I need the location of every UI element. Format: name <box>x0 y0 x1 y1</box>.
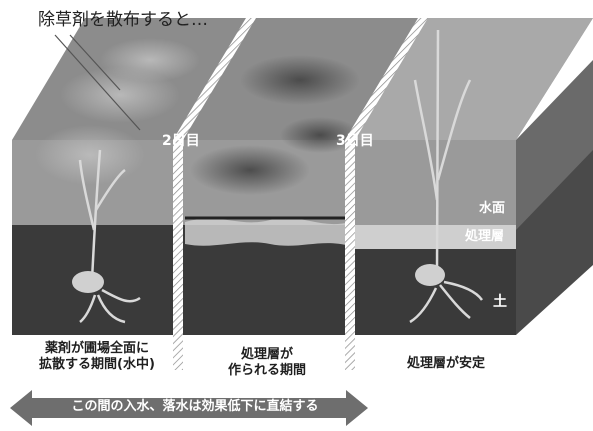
day-label-2: 2日目 <box>162 133 200 149</box>
herbicide-cloud <box>35 125 145 185</box>
stage-divider-2 <box>345 18 428 370</box>
double-arrow <box>10 390 368 426</box>
herbicide-cloud <box>100 38 200 82</box>
treatment-layer-stable <box>355 225 516 249</box>
day-label-3: 3日目 <box>336 133 374 149</box>
rice-plant-stage1 <box>78 149 141 324</box>
herbicide-cloud-settling <box>190 145 310 195</box>
stage3-caption: 処理層が安定 <box>386 356 506 372</box>
stage2-caption-line2: 作られる期間 <box>227 362 306 378</box>
title-pointer <box>54 34 141 131</box>
diagram-title: 除草剤を散布すると… <box>38 10 208 30</box>
layer-label-water: 水面 <box>479 201 506 216</box>
stage1-caption-line2: 拡散する期間(水中) <box>39 356 155 372</box>
title-pointer <box>69 34 121 91</box>
stage3-top-face <box>355 18 593 140</box>
seed-stage3 <box>415 264 445 286</box>
rice-plant-stage3 <box>409 29 484 324</box>
layer-label-soil: 土 <box>493 294 507 310</box>
stage3-caption-line1: 処理層が安定 <box>406 356 485 371</box>
herbicide-cloud-settling <box>240 55 360 105</box>
stage2-caption-line1: 処理層が <box>240 347 293 362</box>
block-side-face-water <box>516 60 593 230</box>
treatment-layer-forming <box>185 217 350 246</box>
herbicide-cloud-settling <box>280 117 360 153</box>
seed-stage1 <box>72 271 104 293</box>
stage1-caption-line1: 薬剤が圃場全面に <box>44 341 149 356</box>
stage-divider-1 <box>173 18 256 370</box>
layer-label-treatment: 処理層 <box>465 229 505 244</box>
stage2-caption: 処理層が 作られる期間 <box>212 347 322 378</box>
arrow-caption: この間の入水、落水は効果低下に直結する <box>71 399 319 414</box>
stage1-caption: 薬剤が圃場全面に 拡散する期間(水中) <box>22 341 172 372</box>
